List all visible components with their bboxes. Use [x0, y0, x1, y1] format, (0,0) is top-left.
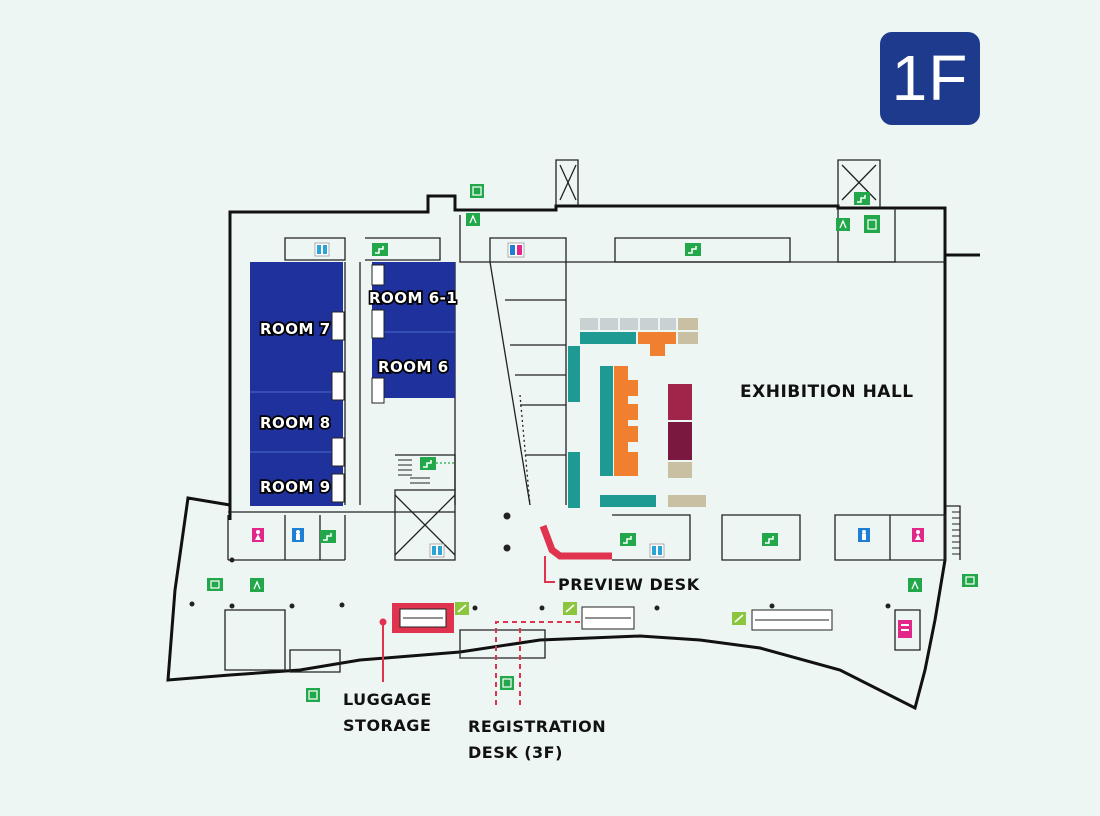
exit-icon: [466, 213, 480, 226]
exhibition-booths: [568, 318, 706, 508]
exit-icon: [500, 676, 514, 690]
exit-icon: [962, 574, 978, 587]
exit-icon: [250, 578, 264, 592]
stair-hatch: [398, 459, 430, 484]
room-7-area[interactable]: [250, 262, 343, 392]
room-9-label: ROOM 9: [260, 478, 331, 496]
escalator-icon: [563, 602, 577, 615]
female-restroom-icon: [898, 620, 912, 638]
registration-label-line2: DESK (3F): [468, 743, 563, 762]
columns: [189, 512, 891, 611]
stairs-icon: [685, 243, 701, 256]
exhibition-hall-label: EXHIBITION HALL: [740, 382, 914, 402]
stairs-icon: [320, 530, 336, 543]
registration-route: [495, 621, 625, 705]
room-6-1-label: ROOM 6-1: [369, 289, 457, 307]
female-restroom-icon: [252, 528, 264, 542]
registration-label-line1: REGISTRATION: [468, 717, 606, 736]
exit-icon: [864, 215, 880, 233]
male-restroom-icon: [292, 528, 304, 542]
male-restroom-icon: [858, 528, 870, 542]
stairs-icon: [372, 243, 388, 256]
stairs-icon: [854, 192, 870, 205]
room-6-area[interactable]: [372, 332, 455, 398]
stairs-icon: [762, 533, 778, 546]
escalator-icon: [455, 602, 469, 615]
room-8-label: ROOM 8: [260, 414, 331, 432]
exit-icon: [836, 218, 850, 231]
exit-icon: [470, 184, 484, 198]
stairs-icon: [620, 533, 636, 546]
stair-hatch: [952, 511, 960, 555]
elevator-icon: [429, 543, 445, 558]
stairs-icon: [420, 457, 436, 470]
outer-walls: [166, 159, 980, 711]
room-6-label: ROOM 6: [378, 358, 449, 376]
exit-icon: [908, 578, 922, 592]
room-6-1-area[interactable]: [372, 262, 455, 332]
room-9-area[interactable]: [250, 452, 343, 506]
room-7-label: ROOM 7: [260, 320, 331, 338]
restroom-icon: [507, 242, 525, 258]
exit-icon: [207, 578, 223, 591]
female-restroom-icon: [912, 528, 924, 542]
room-8-area[interactable]: [250, 392, 343, 452]
luggage-label-line2: STORAGE: [343, 716, 431, 735]
elevator-icon: [314, 242, 330, 257]
luggage-label-line1: LUGGAGE: [343, 690, 432, 709]
escalators: [581, 606, 833, 631]
escalator-icon: [732, 612, 746, 625]
floor-badge: 1F: [880, 32, 980, 125]
exit-icon: [306, 688, 320, 702]
elevator-icon: [649, 543, 665, 558]
preview-desk-label: PREVIEW DESK: [558, 575, 700, 594]
preview-desk-highlight[interactable]: [539, 524, 612, 560]
conference-rooms: ROOM 6-1 ROOM 7 ROOM 6 ROOM 8 ROOM 9: [250, 262, 459, 506]
